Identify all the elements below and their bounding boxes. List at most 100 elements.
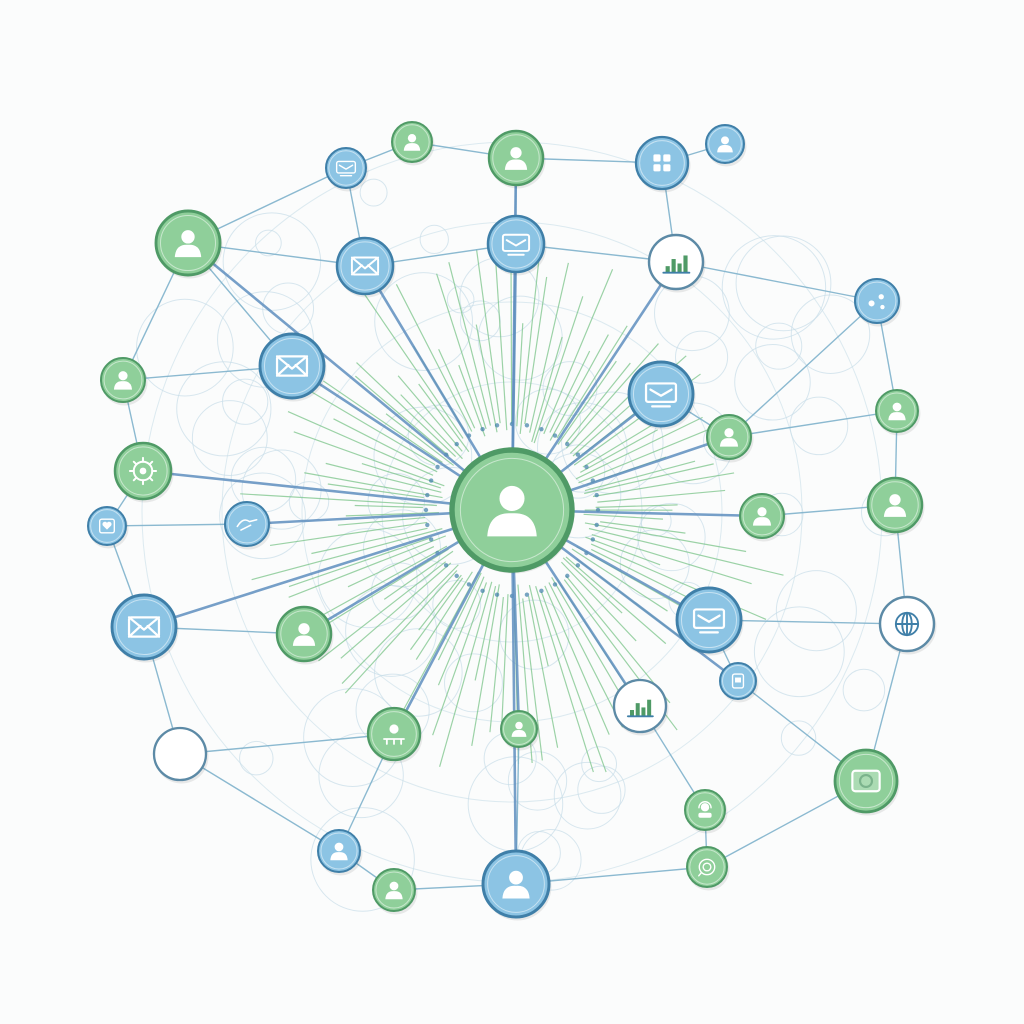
node-user-icon[interactable] [372, 868, 418, 915]
node-inner-ring [103, 360, 143, 400]
background-circle [753, 606, 845, 698]
node-link-icon[interactable] [224, 501, 272, 550]
background-circle [222, 212, 322, 311]
background-circle [318, 732, 404, 819]
node-gear-icon[interactable] [113, 441, 174, 503]
node-chat-icon[interactable] [686, 846, 730, 891]
ray-line [565, 362, 631, 444]
node-circle [224, 501, 270, 547]
node-user-icon[interactable] [487, 129, 546, 189]
node-inner-ring [157, 731, 203, 777]
hub-dot [575, 563, 581, 568]
hub-dot [565, 573, 570, 579]
background-circle [446, 285, 475, 314]
ray-line [269, 521, 428, 547]
node-grid-icon[interactable] [634, 135, 691, 193]
ray-line [549, 350, 591, 433]
ray-line [600, 521, 686, 534]
node-user-icon[interactable] [875, 389, 921, 436]
ray-line [551, 577, 622, 696]
node-circle [366, 706, 422, 762]
ray-line [296, 382, 436, 466]
node-circle [833, 748, 899, 814]
node-user-icon[interactable] [739, 493, 787, 542]
ring-link [675, 261, 878, 302]
background-circle [419, 224, 449, 255]
ray-line [548, 582, 624, 728]
node-user-icon[interactable] [706, 414, 754, 463]
ray-line [535, 585, 594, 773]
ray-line [337, 516, 426, 526]
node-share-icon[interactable] [854, 278, 902, 327]
ray-line [565, 343, 659, 449]
node-globe-icon[interactable] [878, 595, 937, 655]
node-mail-icon[interactable] [335, 236, 396, 298]
hub-dot [443, 563, 449, 568]
node-server-icon[interactable] [325, 147, 369, 192]
ring-link [728, 300, 878, 438]
ray-line [494, 247, 508, 431]
hub-dot [428, 478, 434, 483]
node-camera-icon[interactable] [833, 748, 900, 816]
node-profile-icon[interactable] [154, 209, 223, 279]
ray-line [345, 511, 439, 517]
hub-dot [584, 464, 589, 470]
ray-line [528, 585, 549, 667]
node-circle [335, 236, 395, 296]
ray-line [415, 571, 473, 660]
node-user-icon[interactable] [317, 829, 363, 876]
ray-line [409, 577, 464, 651]
node-user-icon[interactable] [152, 726, 209, 784]
ray-line [475, 249, 501, 424]
ray-line [318, 561, 447, 662]
ray-line [437, 572, 482, 661]
node-inner-ring [878, 392, 916, 430]
node-heart-icon[interactable] [87, 506, 129, 549]
background-circle [577, 765, 626, 814]
ray-line [579, 429, 658, 473]
node-inner-ring [871, 481, 919, 529]
node-monitor-icon[interactable] [627, 360, 696, 430]
node-user-icon[interactable] [391, 121, 435, 166]
ray-line [437, 576, 485, 686]
node-device-icon[interactable] [719, 662, 759, 703]
node-circle [486, 214, 546, 274]
node-monitor-icon[interactable] [675, 586, 744, 656]
node-inner-ring [459, 457, 565, 563]
node-team-icon[interactable] [366, 706, 423, 764]
node-user-icon[interactable] [100, 357, 148, 406]
node-mail-icon[interactable] [110, 593, 179, 663]
node-user-icon[interactable] [500, 710, 540, 751]
background-circle [735, 235, 832, 332]
node-user-icon[interactable] [481, 849, 552, 921]
node-mail-icon[interactable] [258, 332, 327, 402]
ray-line [562, 557, 623, 614]
ray-line [571, 548, 668, 612]
ray-line [556, 325, 628, 439]
node-inner-ring [340, 241, 390, 291]
node-chart-icon[interactable] [647, 233, 706, 293]
node-support-icon[interactable] [684, 789, 728, 834]
ray-line [448, 262, 492, 426]
node-monitor-icon[interactable] [486, 214, 547, 276]
node-inner-ring [487, 855, 545, 913]
node-inner-ring [639, 140, 685, 186]
background-circle [374, 272, 474, 371]
node-inner-ring [680, 591, 738, 649]
hub-node-user-icon[interactable] [449, 447, 575, 574]
spoke-link [187, 241, 513, 512]
ray-line [475, 324, 498, 433]
node-inner-ring [708, 127, 742, 161]
hub-dot [594, 522, 599, 528]
node-user-icon[interactable] [705, 124, 747, 167]
node-circle [647, 233, 705, 291]
node-user-icon[interactable] [275, 605, 334, 665]
ray-line [529, 262, 569, 433]
node-chart-icon[interactable] [612, 678, 669, 736]
node-user-icon[interactable] [866, 476, 925, 536]
ray-line [293, 431, 445, 487]
ray-line [524, 276, 548, 425]
node-inner-ring [118, 446, 168, 496]
